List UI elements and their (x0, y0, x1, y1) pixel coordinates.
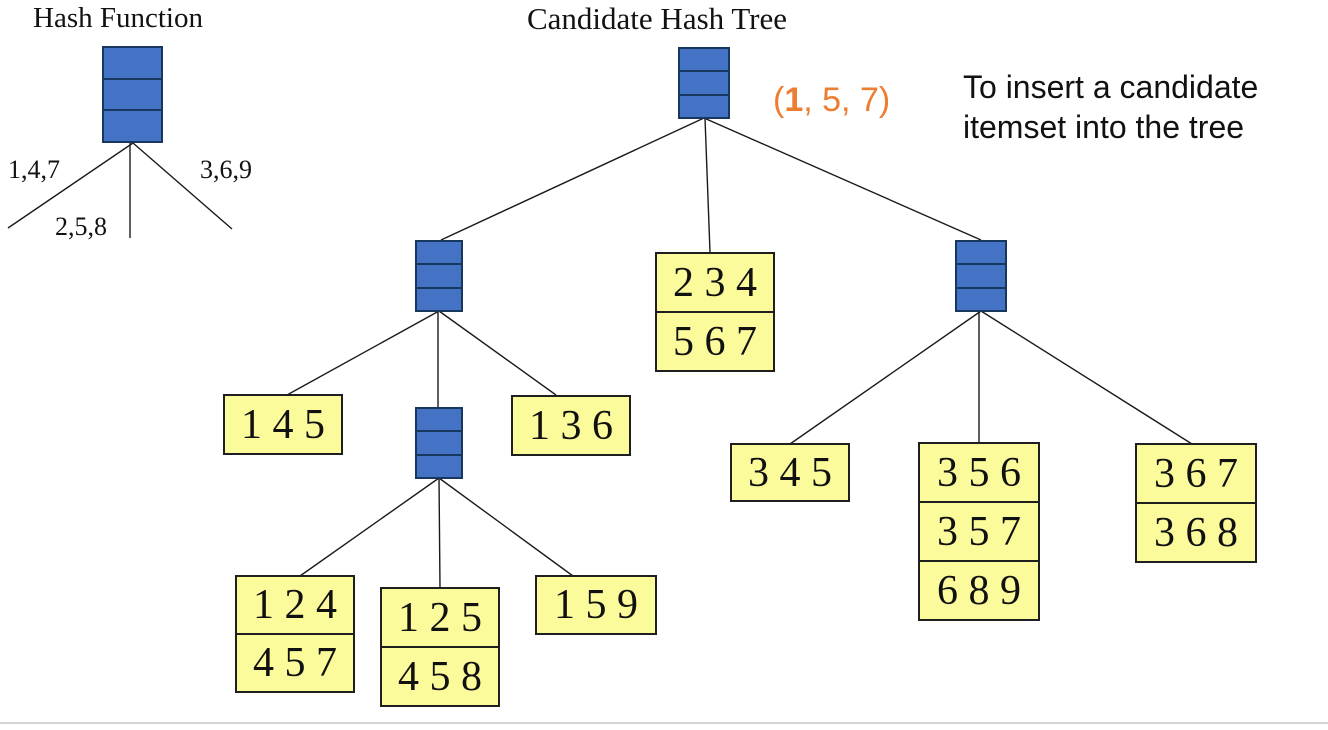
leaf-cell: 3 5 7 (918, 501, 1040, 562)
bucket-cell (417, 263, 461, 286)
bucket-cell (680, 49, 728, 70)
bucket-cell (680, 93, 728, 117)
leaf-cell: 1 2 4 (235, 575, 355, 635)
edge-l2-right (438, 310, 557, 396)
itemset: 2 3 4 (673, 259, 757, 306)
insert-note-line2: itemset into the tree (963, 109, 1245, 145)
leaf-cell: 3 4 5 (730, 443, 850, 502)
edge-r2-left (789, 310, 982, 445)
itemset: 3 5 7 (937, 508, 1021, 555)
hash-branch-label-369: 3,6,9 (200, 155, 252, 184)
edge-hash-right (132, 142, 233, 230)
edge-l3-right (438, 477, 574, 577)
edge-root-right (703, 117, 982, 241)
itemset: 1 3 6 (529, 402, 613, 449)
edge-hash-left (7, 142, 134, 229)
bucket-cell (417, 242, 461, 263)
leaf-cell: 4 5 7 (235, 633, 355, 693)
insert-note: To insert a candidate itemset into the t… (963, 67, 1258, 147)
bucket-cell (417, 409, 461, 430)
candidate-hash-tree-title: Candidate Hash Tree (527, 1, 788, 36)
leaf-cell: 3 5 6 (918, 442, 1040, 503)
bucket-cell (104, 109, 161, 141)
slide-bottom-divider (0, 722, 1328, 724)
itemset: 1 5 9 (554, 582, 638, 628)
leaf-cell: 1 5 9 (535, 575, 657, 635)
leaf-cell: 3 6 8 (1135, 502, 1257, 563)
edge-root-middle (704, 117, 711, 253)
leaf-136: 1 3 6 (511, 395, 631, 456)
bucket-cell (417, 430, 461, 453)
leaf-cell: 5 6 7 (655, 311, 775, 372)
leaf-345: 3 4 5 (730, 443, 850, 502)
edge-root-left (440, 117, 705, 241)
itemset: 1 4 5 (241, 401, 325, 448)
itemset: 6 8 9 (937, 567, 1021, 614)
itemset: 1 2 5 (398, 594, 482, 641)
leaf-cell: 3 6 7 (1135, 443, 1257, 504)
leaf-cell: 6 8 9 (918, 560, 1040, 621)
leaf-356-357-689: 3 5 6 3 5 7 6 8 9 (918, 442, 1040, 621)
leaf-367-368: 3 6 7 3 6 8 (1135, 443, 1257, 563)
bucket-cell (957, 242, 1005, 263)
edge-l3-left (299, 477, 440, 577)
bucket-cell (104, 48, 161, 78)
leaf-125-458: 1 2 5 4 5 8 (380, 587, 500, 707)
hash-function-title: Hash Function (33, 2, 203, 34)
leaf-cell: 1 2 5 (380, 587, 500, 648)
bucket-cell (104, 77, 161, 110)
edge-l2-left (286, 310, 440, 396)
root-node (678, 47, 730, 119)
itemset: 3 6 7 (1154, 450, 1238, 497)
hash-branch-label-258: 2,5,8 (55, 212, 107, 241)
itemset: 3 6 8 (1154, 509, 1238, 556)
leaf-cell: 1 4 5 (223, 394, 343, 455)
itemset: 1 2 4 (253, 582, 337, 628)
leaf-cell: 4 5 8 (380, 646, 500, 707)
leaf-cell: 1 3 6 (511, 395, 631, 456)
tuple-rest: , 5, 7) (803, 81, 891, 119)
leaf-145: 1 4 5 (223, 394, 343, 455)
bucket-cell (417, 453, 461, 477)
itemset: 4 5 7 (253, 640, 337, 686)
bucket-cell (417, 286, 461, 310)
bucket-cell (957, 263, 1005, 286)
bucket-cell (957, 286, 1005, 310)
itemset: 4 5 8 (398, 653, 482, 700)
insert-note-line1: To insert a candidate (963, 69, 1259, 105)
leaf-124-457: 1 2 4 4 5 7 (235, 575, 355, 693)
hash-branch-label-147: 1,4,7 (8, 155, 60, 184)
tuple-open: ( (773, 81, 785, 119)
tuple-bold-item: 1 (784, 81, 804, 119)
left-internal-node (415, 240, 463, 312)
edge-r2-right (980, 310, 1193, 445)
leaf-cell: 2 3 4 (655, 252, 775, 313)
itemset: 3 4 5 (748, 449, 832, 496)
bucket-cell (680, 70, 728, 93)
leaf-234-567: 2 3 4 5 6 7 (655, 252, 775, 372)
itemset: 5 6 7 (673, 318, 757, 365)
itemset: 3 5 6 (937, 449, 1021, 496)
leaf-159: 1 5 9 (535, 575, 657, 635)
mid-internal-node (415, 407, 463, 479)
right-internal-node (955, 240, 1007, 312)
edge-l3-middle (438, 477, 441, 589)
hash-function-node (102, 46, 163, 143)
insert-itemset-label: (1, 5, 7) (773, 81, 891, 119)
